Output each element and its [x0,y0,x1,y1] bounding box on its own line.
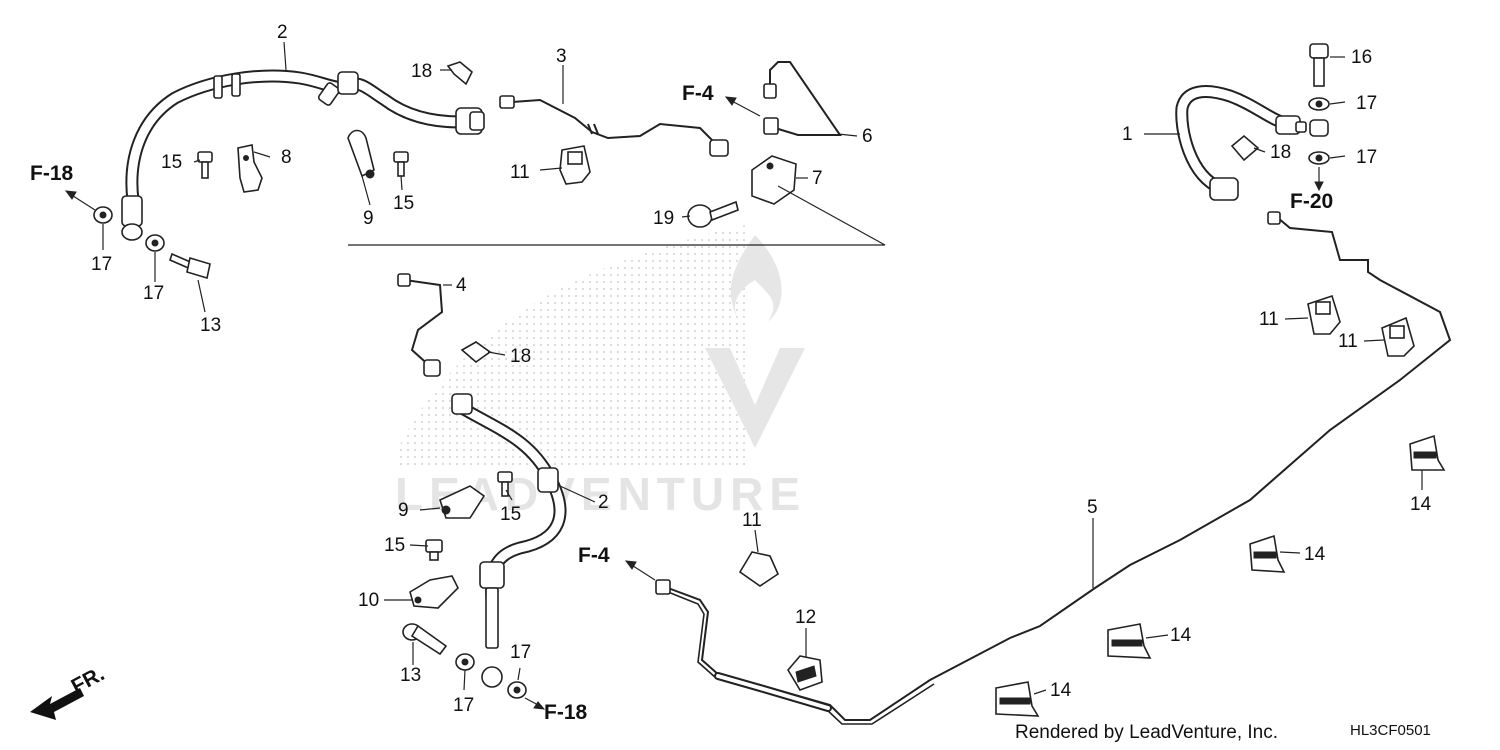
ref-f18-left: F-18 [30,162,74,185]
brake-pipe-4 [397,273,444,377]
bracket-10 [409,575,459,609]
callout-11-top: 11 [510,162,530,183]
callout-16: 16 [1351,47,1372,68]
clip-11-bottom [738,551,780,587]
bolt-15-mid-a [497,471,513,497]
callout-14-b: 14 [1304,544,1326,565]
brake-pipe-3 [499,95,729,157]
watermark-logo: LEADVENTURE [395,225,805,520]
front-brake-hose-lower [451,393,567,688]
clip-12 [787,655,823,691]
bolt-15-mid-b [425,539,443,561]
rear-bolt-16 [1309,43,1329,87]
ref-f4-bottom: F-4 [578,544,610,567]
callout-18-mid: 18 [510,346,531,367]
ref-f20: F-20 [1290,190,1333,213]
bracket-8 [237,144,263,193]
clip-18-rear [1230,134,1260,162]
callout-3: 3 [556,46,567,67]
rear-brake-hose-1 [1175,85,1307,201]
callout-6: 6 [862,126,873,147]
callout-17-bottom-b: 17 [510,642,531,663]
bolt-15-top-left [197,151,213,179]
callout-9-mid: 9 [398,500,409,521]
callout-17-rear-b: 17 [1356,147,1377,168]
leader-lines [102,41,1423,695]
callout-2-mid: 2 [598,492,609,513]
front-direction-arrow: FR. [30,662,108,720]
clip-11-top [559,145,591,185]
ref-f18-bottom: F-18 [544,701,588,724]
callout-9-top: 9 [363,208,374,229]
callout-19: 19 [653,208,674,229]
callout-18-rear: 18 [1270,142,1291,163]
callout-11-rear-a: 11 [1259,309,1279,330]
brake-pipe-5 [655,211,1452,725]
section-divider [348,185,886,246]
clip-11-rear-a [1307,294,1341,335]
ref-arrows [64,96,1324,710]
clip-14-d [995,681,1040,717]
ref-f4-top: F-4 [682,82,714,105]
brake-pipe-6 [763,61,842,136]
rear-washers-17 [1308,97,1330,165]
bolt-19 [687,200,739,228]
callout-11-rear-b: 11 [1338,331,1358,352]
clip-11-rear-b [1381,316,1415,357]
callout-5: 5 [1087,497,1098,518]
clip-14-a [1409,434,1446,471]
callout-14-c: 14 [1170,625,1192,646]
callout-17-rear-a: 17 [1356,93,1377,114]
front-brake-hose-upper [121,69,485,241]
callout-8: 8 [281,147,292,168]
callout-17-left-b: 17 [143,283,164,304]
callout-10: 10 [358,590,379,611]
callout-18-top: 18 [411,61,432,82]
clamp-9-top [347,129,375,179]
callout-1: 1 [1122,124,1133,145]
clamp-9-mid [439,485,486,519]
callout-17-bottom-a: 17 [453,695,474,716]
bolt-15-top-mid [393,151,409,177]
clip-18-top [446,61,473,86]
callout-4: 4 [456,275,467,296]
diagram-code: HL3CF0501 [1350,722,1431,739]
joint-block-7 [751,155,797,205]
front-banjo-washers-left [93,206,165,252]
callout-numbers: 2 2 1 3 4 5 6 7 8 9 9 10 11 11 11 11 12 … [91,22,1432,716]
callout-17-left-a: 17 [91,254,112,275]
callout-7: 7 [812,168,823,189]
callout-15-top-left: 15 [161,152,182,173]
banjo-bolt-left [169,252,211,280]
clip-14-b [1249,534,1286,573]
banjo-bolt-bottom [402,623,448,656]
callout-15-bottom: 15 [384,535,405,556]
front-banjo-washers-bottom [455,653,527,699]
callout-15-mid: 15 [500,504,521,525]
callout-13-top: 13 [200,315,221,336]
callout-15-top-mid: 15 [393,193,414,214]
rendered-by-text: Rendered by LeadVenture, Inc. [1015,722,1278,743]
clip-14-c [1107,623,1152,659]
callout-2-top: 2 [277,22,288,43]
callout-12: 12 [795,607,816,628]
callout-13-bottom: 13 [400,665,421,686]
callout-14-a: 14 [1410,494,1432,515]
callout-11-bottom: 11 [742,510,762,531]
callout-14-d: 14 [1050,680,1072,701]
